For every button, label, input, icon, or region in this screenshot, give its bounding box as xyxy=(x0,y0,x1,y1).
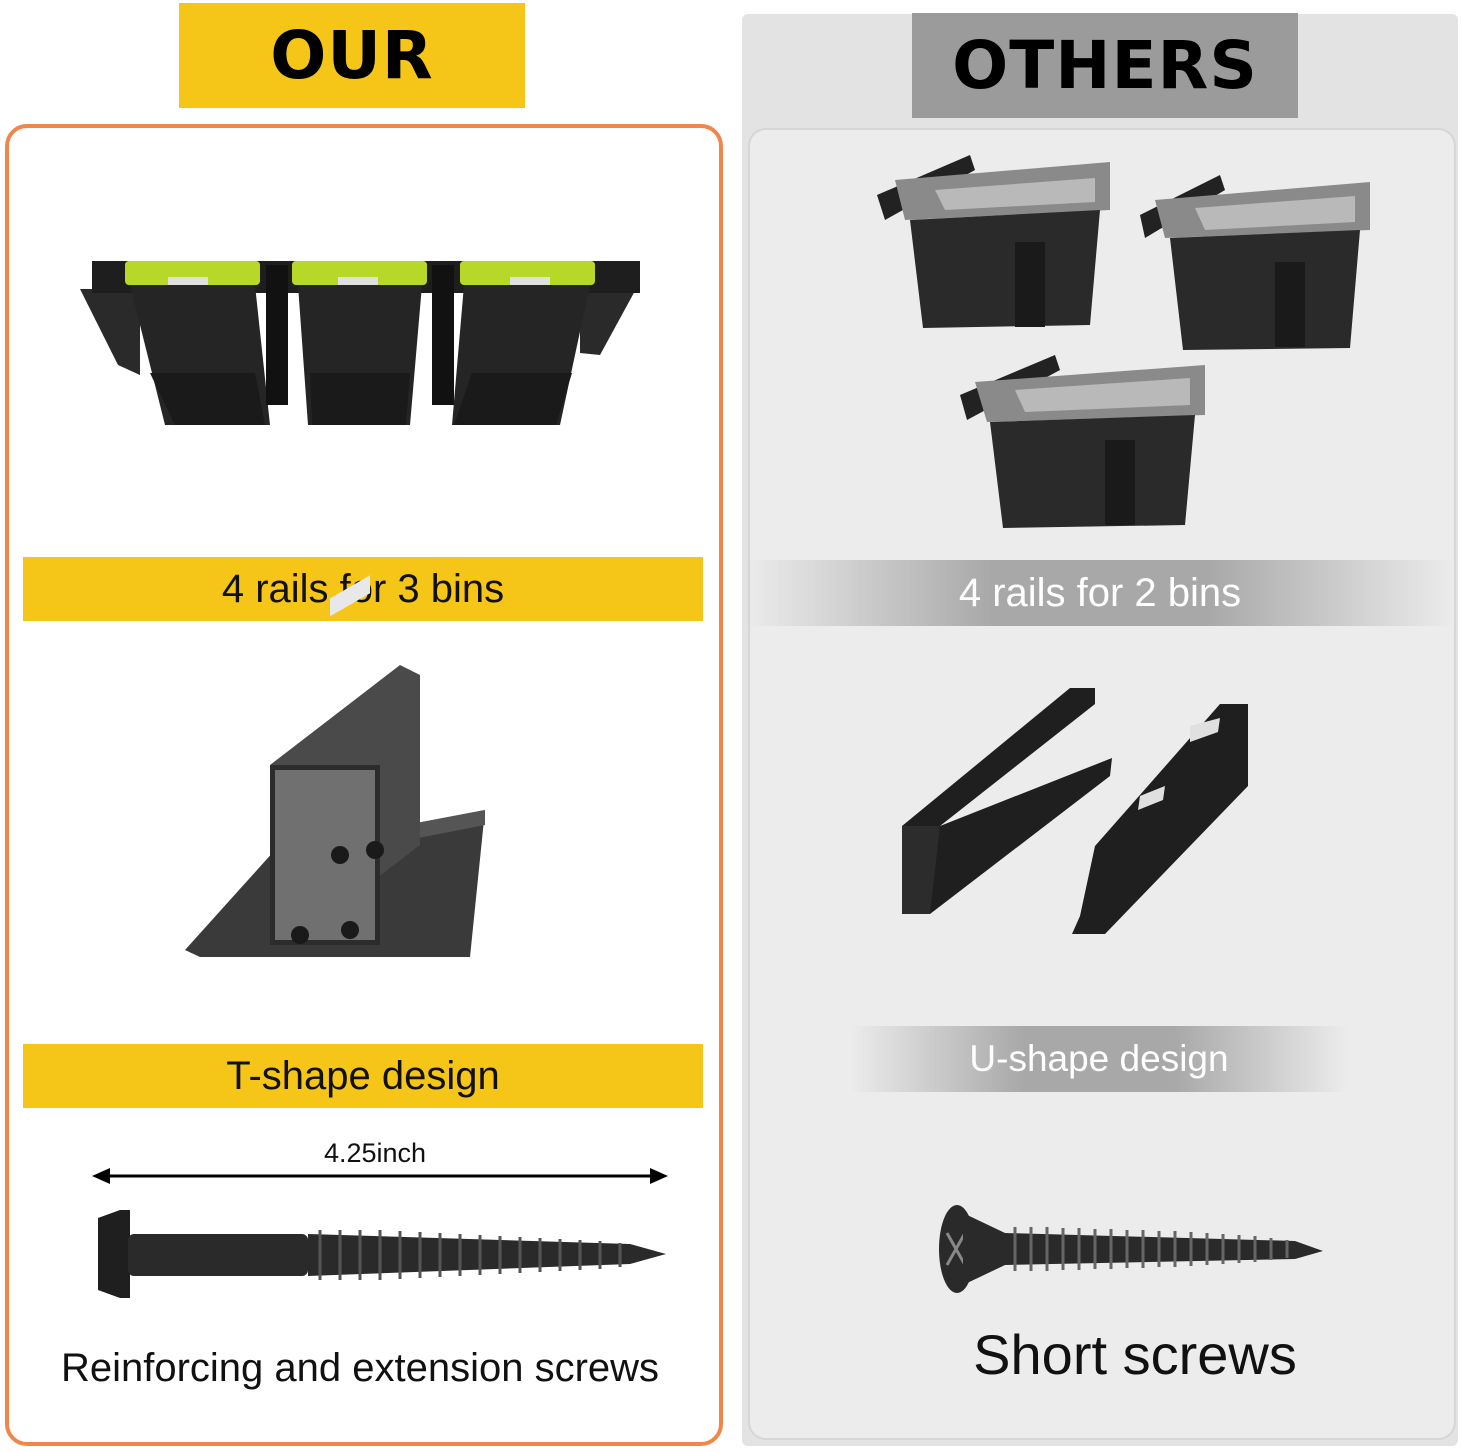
our-rails-label: 4 rails for 3 bins xyxy=(23,557,703,621)
our-bin-1 xyxy=(125,261,270,425)
others-bin-3 xyxy=(960,355,1205,528)
our-header: OUR xyxy=(179,3,525,108)
t-shape-rail-image xyxy=(185,575,485,957)
others-bins-image xyxy=(877,155,1370,528)
others-header: OTHERS xyxy=(912,13,1298,118)
others-bin-2 xyxy=(1140,175,1370,350)
length-arrow xyxy=(92,1168,668,1184)
others-design-label: U-shape design xyxy=(850,1026,1348,1092)
others-screw-label: Short screws xyxy=(973,1323,1297,1386)
others-rails-label: 4 rails for 2 bins xyxy=(745,560,1455,626)
lag-screw-image xyxy=(98,1210,666,1298)
our-bins-image xyxy=(80,261,640,425)
our-design-label: T-shape design xyxy=(23,1044,703,1108)
screw-length-label: 4.25inch xyxy=(323,1138,427,1168)
others-bin-1 xyxy=(877,155,1110,328)
our-bin-3 xyxy=(452,261,595,425)
our-screw-label: Reinforcing and extension screws xyxy=(60,1346,660,1390)
our-bin-2 xyxy=(292,261,427,425)
u-shape-rail-image xyxy=(902,688,1248,934)
short-screw-image xyxy=(939,1205,1323,1293)
